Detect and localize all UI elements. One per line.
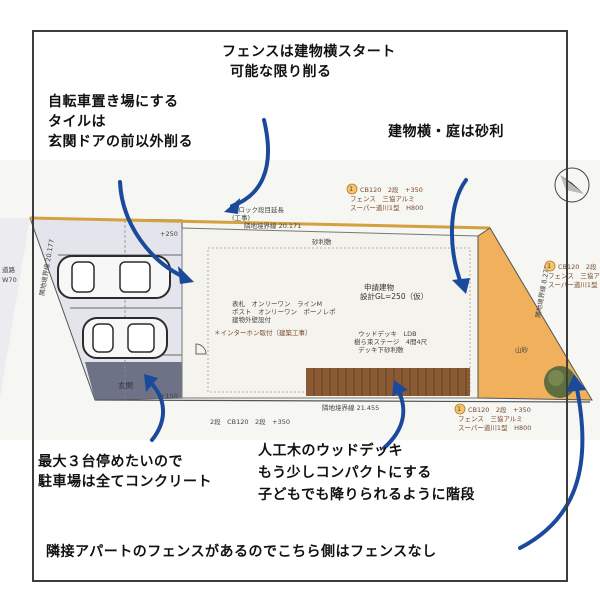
arrow-bicycle: [118, 180, 188, 280]
svg-text:CB120 2段 +350: CB120 2段 +350: [468, 405, 531, 414]
note-bicycle-line-3: 玄関ドアの前以外削る: [48, 134, 193, 150]
note-bicycle-line-2: タイルは: [48, 114, 106, 130]
arrow-parking: [148, 380, 166, 442]
car-2: [82, 317, 168, 359]
plan-bottom-boundary: 隣地境界線 21.455: [322, 403, 379, 412]
plan-deck-2: 樹ら束ステージ 4間4尺: [354, 337, 428, 346]
arrow-deck: [382, 388, 406, 450]
arrowhead-fence-start: [224, 198, 240, 214]
fence-callout-bottom: 1 CB120 2段 +350 フェンス 三協アルミ スーパー道川1型 H800: [454, 403, 531, 432]
svg-text:CB120 2段: CB120 2段: [558, 262, 597, 271]
wood-deck: [306, 368, 470, 396]
plan-post-3: 建物外壁設付: [232, 315, 272, 324]
annotation-arrows: [118, 118, 585, 550]
svg-text:スーパー道川1型: スーパー道川1型: [548, 280, 598, 289]
plan-level-150: +150: [160, 392, 178, 400]
plan-building-label: 申請建物: [364, 282, 394, 292]
road-label: 道路: [2, 265, 16, 274]
arrowhead-parking: [144, 374, 158, 392]
outer-frame: [32, 30, 568, 582]
note-deck: 人工木のウッドデッキ もう少しコンパクトにする 子どもでも降りられるように階段: [258, 440, 475, 506]
note-parking-line-1: 最大３台停めたいので: [38, 454, 183, 470]
svg-text:フェンス 三協アルミ: フェンス 三協アルミ: [458, 414, 523, 423]
arrowhead-apartment: [566, 374, 586, 392]
note-fence-start: フェンスは建物横スタート 可能な限り削る: [222, 42, 396, 82]
road-area: [0, 218, 30, 398]
svg-text:スーパー道川1型 H800: スーパー道川1型 H800: [350, 203, 423, 212]
note-deck-line-1: 人工木のウッドデッキ: [258, 443, 403, 459]
note-deck-line-2: もう少しコンパクトにする: [258, 465, 432, 481]
road-width-label: W70: [2, 276, 17, 284]
svg-text:フェンス 三協アルミ: フェンス 三協アルミ: [350, 194, 415, 203]
arrow-fence-start: [230, 118, 270, 208]
plan-deck-1: ウッドデッキ LDB: [358, 329, 417, 338]
fence-callout-top: 1 CB120 2段 +350 フェンス 三協アルミ スーパー道川1型 H800: [346, 183, 423, 212]
note-bicycle-line-1: 自転車置き場にする: [48, 94, 179, 110]
plan-building-gl: 設計GL=250（仮）: [360, 291, 428, 301]
svg-text:1: 1: [349, 185, 353, 193]
svg-text:CB120 2段 +350: CB120 2段 +350: [360, 185, 423, 194]
top-boundary-line: [29, 216, 491, 230]
note-fence-start-line-1: フェンスは建物横スタート: [222, 44, 396, 60]
note-parking: 最大３台停めたいので 駐車場は全てコンクリート: [38, 452, 212, 492]
bottom-boundary-line: [94, 399, 591, 403]
arrowhead-gravel: [452, 278, 470, 294]
note-deck-line-3: 子どもでも降りられるように階段: [258, 487, 475, 503]
fence-callout-right: 1 CB120 2段 フェンス 三協アルミ スーパー道川1型: [544, 260, 600, 289]
car-1: [57, 255, 171, 299]
plan-top-label-2: (工事): [232, 213, 250, 222]
arrow-heads: [144, 198, 586, 396]
svg-text:1: 1: [547, 262, 551, 270]
svg-text:1: 1: [457, 405, 461, 413]
door-symbol: [195, 343, 207, 355]
entrance-tile-label: 玄関: [118, 380, 133, 390]
plan-top-boundary: 隣地境界線 20.171: [244, 221, 301, 230]
note-apartment: 隣接アパートのフェンスがあるのでこちら側はフェンスなし: [46, 544, 437, 560]
plan-top-label-1: ブロック段目延長: [232, 205, 285, 214]
arrow-gravel: [449, 178, 468, 288]
plan-post-2: ポスト オンリーワン ポーノレポ: [232, 308, 336, 316]
plan-intercom: ＊インターホン取付（建築工事）: [214, 328, 312, 337]
arrowhead-deck: [392, 380, 408, 396]
arrow-apartment: [518, 382, 585, 550]
note-parking-line-2: 駐車場は全てコンクリート: [38, 474, 212, 490]
note-bicycle: 自転車置き場にする タイルは 玄関ドアの前以外削る: [48, 92, 193, 152]
svg-text:スーパー道川1型 H800: スーパー道川1型 H800: [458, 423, 531, 432]
plan-deck-3: デッキ下砂利敷: [358, 345, 404, 354]
note-fence-start-line-2: 可能な限り削る: [230, 64, 332, 80]
plan-level-250: +250: [160, 230, 178, 238]
garden-mountain-label: 山砂: [515, 345, 529, 354]
svg-text:フェンス 三協アルミ: フェンス 三協アルミ: [548, 271, 600, 280]
arrowhead-bicycle: [178, 266, 194, 284]
note-gravel: 建物横・庭は砂利: [388, 124, 504, 140]
plan-gravel-label: 砂利敷: [312, 237, 332, 246]
plan-post-1: 表札 オンリーワン ラインM: [232, 299, 322, 308]
plan-bottom-cb: 2段 CB120 2段 +350: [210, 417, 290, 426]
garden-area: [477, 227, 593, 401]
